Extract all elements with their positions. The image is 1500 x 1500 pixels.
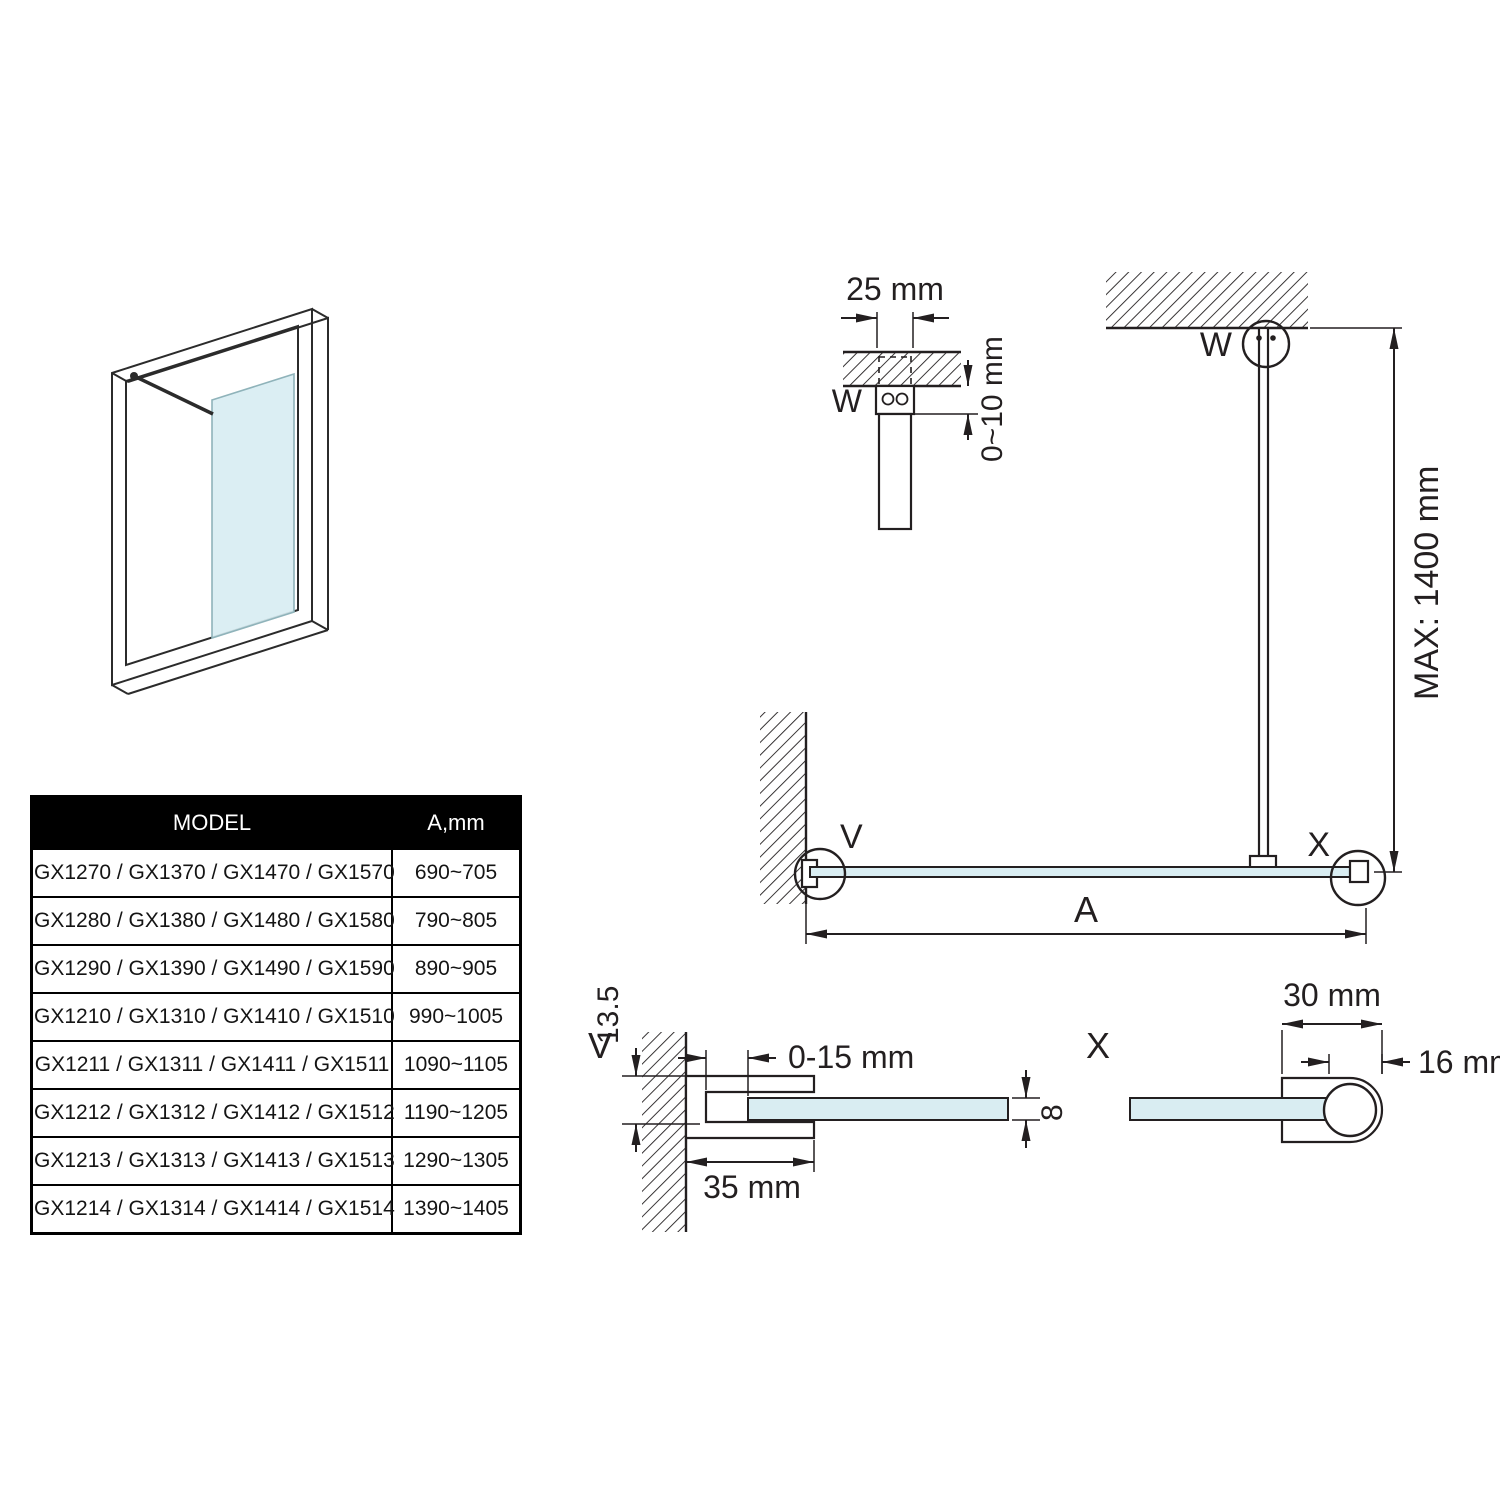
detail-v: 13.5 0-15 mm 35 mm 8 V: [588, 986, 1069, 1232]
support-bar: [1257, 326, 1270, 862]
table-row: GX1280 / GX1380 / GX1480 / GX1580 790~80…: [30, 896, 522, 946]
table-row: GX1270 / GX1370 / GX1470 / GX1570 690~70…: [30, 848, 522, 898]
callout-circle-x: [1329, 849, 1387, 907]
model-cell: GX1213 / GX1313 / GX1413 / GX1513: [30, 1136, 395, 1186]
support-bar-section: [877, 412, 913, 531]
wall-channel-profile: [684, 1074, 816, 1140]
glass-panel: [747, 1097, 1009, 1121]
table-header-row: MODEL A,mm: [30, 795, 522, 850]
a-value-cell: 790~805: [391, 896, 522, 946]
iso-bar-mount: [130, 372, 138, 380]
wall-hatch: [760, 712, 806, 904]
model-table: MODEL A,mm GX1270 / GX1370 / GX1470 / GX…: [30, 795, 522, 1235]
model-cell: GX1270 / GX1370 / GX1470 / GX1570: [30, 848, 395, 898]
table-row: GX1214 / GX1314 / GX1414 / GX1514 1390~1…: [30, 1184, 522, 1235]
a-value-cell: 1290~1305: [391, 1136, 522, 1186]
detail-w: 25 mm 0~10 mm W: [832, 271, 1009, 531]
iso-glass-panel: [211, 372, 295, 640]
table-row: GX1213 / GX1313 / GX1413 / GX1513 1290~1…: [30, 1136, 522, 1186]
ceiling-hatch: [1106, 272, 1308, 328]
callout-v-label: V: [840, 818, 863, 856]
dim-135-label: 13.5: [592, 986, 625, 1044]
dim-16-label: 16 mm: [1418, 1044, 1500, 1080]
wall-hatch: [642, 1032, 686, 1232]
model-cell: GX1211 / GX1311 / GX1411 / GX1511: [30, 1040, 393, 1090]
iso-frame-depth-edges: [111, 308, 329, 695]
a-value-cell: 990~1005: [391, 992, 522, 1042]
dim-8-label: 8: [1036, 1104, 1069, 1121]
callout-w-label: W: [1200, 326, 1232, 364]
model-cell: GX1210 / GX1310 / GX1410 / GX1510: [30, 992, 395, 1042]
detail-x: 30 mm 16 mm X: [1086, 977, 1500, 1144]
screw-icon: [895, 392, 909, 406]
table-row: GX1210 / GX1310 / GX1410 / GX1510 990~10…: [30, 992, 522, 1042]
a-value-cell: 1190~1205: [391, 1088, 522, 1138]
screw-icon: [1270, 335, 1276, 341]
dim-25mm-label: 25 mm: [846, 271, 944, 307]
callout-circle-w: [1241, 319, 1291, 369]
iso-support-bar: [133, 374, 214, 416]
callout-circle-v: [793, 847, 847, 901]
dim-adjust-label: 0-15 mm: [788, 1039, 914, 1075]
dim-30-label: 30 mm: [1283, 977, 1381, 1013]
detail-x-label: X: [1086, 1025, 1110, 1066]
screw-icon: [881, 392, 895, 406]
iso-frame-outer: [111, 307, 313, 687]
a-column-header: A,mm: [391, 795, 522, 850]
dim-max-label: MAX: 1400 mm: [1408, 466, 1446, 700]
model-cell: GX1280 / GX1380 / GX1480 / GX1580: [30, 896, 395, 946]
plan-view: W V X MAX: 1400 mm A: [760, 272, 1446, 944]
model-cell: GX1290 / GX1390 / GX1490 / GX1590: [30, 944, 395, 994]
model-column-header: MODEL: [30, 795, 393, 850]
dim-35-label: 35 mm: [703, 1169, 801, 1205]
end-cap: [1348, 859, 1370, 884]
glass-panel: [809, 866, 1369, 878]
iso-frame-inner: [125, 324, 299, 667]
table-row: GX1212 / GX1312 / GX1412 / GX1512 1190~1…: [30, 1088, 522, 1138]
screw-icon: [1256, 335, 1262, 341]
model-cell: GX1212 / GX1312 / GX1412 / GX1512: [30, 1088, 395, 1138]
detail-w-label: W: [832, 383, 863, 419]
glass-panel: [1129, 1097, 1333, 1121]
callout-x-label: X: [1307, 826, 1330, 864]
model-cell: GX1214 / GX1314 / GX1414 / GX1514: [30, 1184, 395, 1235]
table-row: GX1211 / GX1311 / GX1411 / GX1511 1090~1…: [30, 1040, 522, 1090]
a-value-cell: 1390~1405: [391, 1184, 522, 1235]
a-value-cell: 890~905: [391, 944, 522, 994]
a-value-cell: 1090~1105: [391, 1040, 522, 1090]
table-row: GX1290 / GX1390 / GX1490 / GX1590 890~90…: [30, 944, 522, 994]
a-value-cell: 690~705: [391, 848, 522, 898]
dim-a-label: A: [1074, 889, 1098, 930]
detail-v-label: V: [588, 1025, 612, 1066]
round-bar-profile: [1322, 1082, 1378, 1138]
dim-gap-label: 0~10 mm: [976, 336, 1009, 462]
isometric-view: [111, 307, 329, 695]
